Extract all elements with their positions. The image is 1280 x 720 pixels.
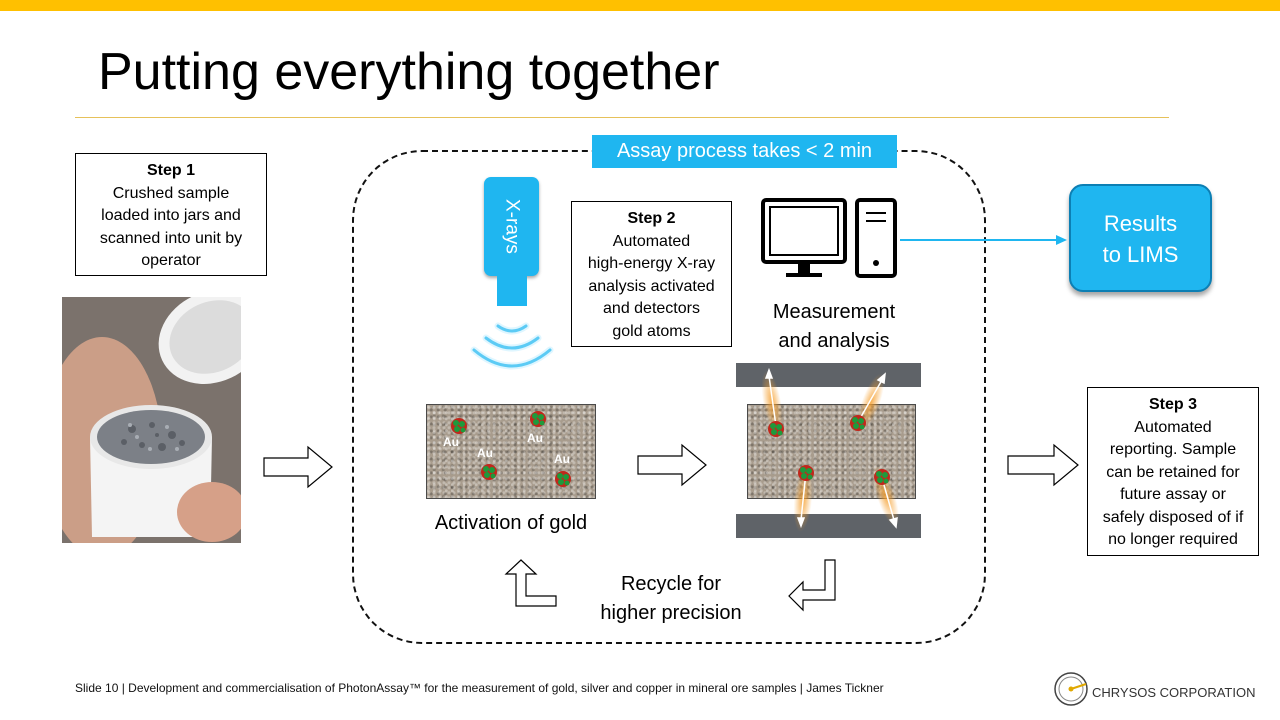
step-3-heading: Step 3: [1148, 396, 1197, 413]
gold-atom-icon: [555, 471, 571, 487]
au-label: Au: [554, 452, 570, 466]
company-logo-text: CHRYSOS CORPORATION: [1092, 685, 1256, 700]
top-accent-bar: [0, 0, 1280, 11]
au-label: Au: [443, 435, 459, 449]
results-to-lims-box: Results to LIMS: [1069, 184, 1212, 292]
activation-label: Activation of gold: [434, 512, 588, 534]
step-3-box: Step 3 Automated reporting. Sample can b…: [1087, 387, 1259, 556]
xray-nozzle: [497, 276, 527, 306]
recycle-label: Recycle for higher precision: [600, 573, 742, 624]
step-2-heading: Step 2: [627, 210, 676, 227]
step-1-box: Step 1 Crushed sample loaded into jars a…: [75, 153, 267, 276]
step-2-text: Automated high-energy X-ray analysis act…: [587, 232, 716, 340]
au-label: Au: [477, 446, 493, 460]
step-1-text: Crushed sample loaded into jars and scan…: [99, 184, 243, 270]
step-2-box: Step 2 Automated high-energy X-ray analy…: [571, 201, 732, 347]
gold-atom-icon: [451, 418, 467, 434]
u-turn-arrow-icon: [504, 559, 557, 607]
xray-source-icon: [484, 177, 539, 276]
gamma-emission-icon: [761, 367, 900, 532]
outline-arrow-right-icon: [263, 445, 333, 489]
assay-time-banner: Assay process takes < 2 min: [592, 135, 897, 168]
chrysos-logo-icon: [1054, 672, 1088, 706]
au-label: Au: [527, 431, 543, 445]
sample-jar-photo: [62, 297, 241, 543]
results-connector-arrow: [900, 235, 1067, 245]
step-3-text: Automated reporting. Sample can be retai…: [1102, 418, 1244, 549]
xray-waves-icon: [470, 322, 554, 370]
slide-footer: Slide 10 | Development and commercialisa…: [75, 681, 884, 695]
slide-title: Putting everything together: [98, 43, 720, 101]
computer-tower-icon: [855, 198, 897, 278]
outline-arrow-right-icon: [1007, 443, 1079, 487]
gold-atoms-activation: Au Au Au Au: [443, 411, 571, 487]
xray-label: X-rays: [501, 199, 523, 254]
gold-atom-icon: [530, 411, 546, 427]
gold-atom-icon: [481, 464, 497, 480]
outline-arrow-right-icon: [637, 443, 707, 487]
step-1-heading: Step 1: [146, 162, 195, 179]
title-divider: [75, 117, 1169, 118]
u-turn-arrow-icon: [788, 559, 836, 612]
computer-monitor-icon: [761, 198, 847, 277]
measurement-label: Measurement and analysis: [772, 301, 896, 352]
